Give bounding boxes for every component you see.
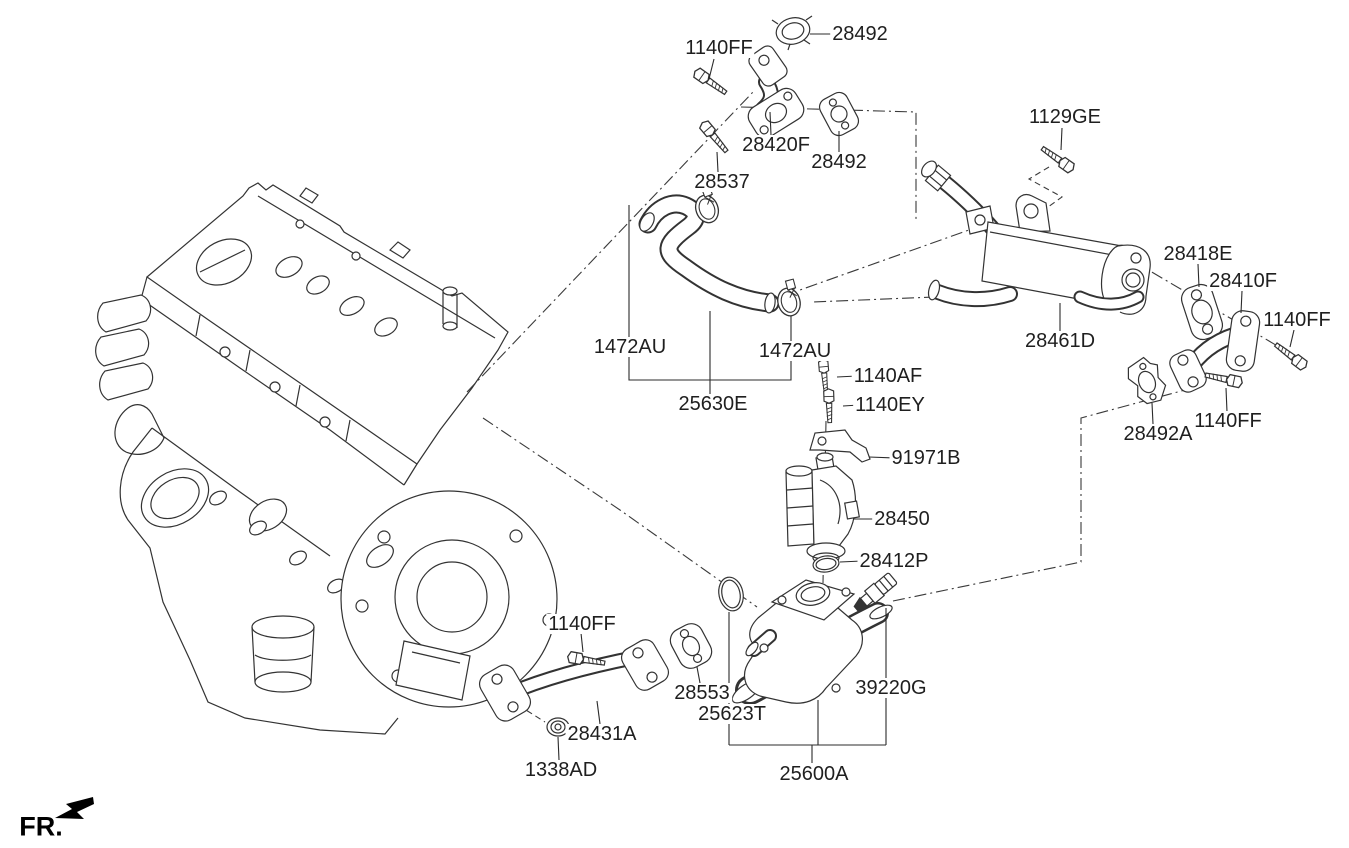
bolt-28537: [697, 118, 732, 156]
part-label-25630E: 25630E: [676, 393, 750, 415]
part-label-28418E: 28418E: [1161, 243, 1235, 265]
part-drawing-25630E: [638, 184, 804, 320]
part-drawing-91971B: [809, 429, 871, 463]
part-label-25623T: 25623T: [696, 703, 768, 725]
part-drawing-28492-top: [771, 15, 813, 51]
part-label-1472AU-left: 1472AU: [591, 336, 669, 358]
part-label-28431A: 28431A: [565, 723, 639, 745]
bolt-1140FF-mid: [1203, 368, 1244, 389]
part-drawing-28412P: [812, 555, 840, 573]
bolt-1140AF: [817, 358, 831, 393]
part-label-28410F: 28410F: [1207, 270, 1279, 292]
part-drawing-28418E: [1180, 283, 1224, 341]
engine-drawing: [95, 182, 558, 735]
part-label-28420F: 28420F: [740, 134, 812, 156]
part-label-1140FF-mid: 1140FF: [1192, 410, 1264, 432]
part-label-39220G: 39220G: [853, 677, 929, 699]
part-drawing-28461D: [921, 160, 1151, 315]
part-drawing-28492A: [1127, 356, 1167, 405]
part-label-28492A: 28492A: [1121, 423, 1195, 445]
part-label-1140AF: 1140AF: [851, 365, 925, 387]
part-drawing-28410F: [1169, 310, 1261, 393]
part-label-28450: 28450: [872, 508, 932, 530]
bolt-1140EY: [823, 388, 836, 424]
part-drawing-25623T: [718, 576, 744, 612]
part-label-28553: 28553: [672, 682, 732, 704]
part-label-28492-mid: 28492: [809, 151, 869, 173]
part-drawing-39220G: [853, 572, 898, 612]
part-label-1140FF-right: 1140FF: [1261, 309, 1333, 331]
part-drawing-1338AD: [546, 717, 570, 737]
part-drawing-28553: [669, 623, 713, 669]
part-label-1129GE: 1129GE: [1027, 106, 1103, 128]
part-label-28537: 28537: [692, 171, 752, 193]
part-drawing-28450: [785, 452, 860, 564]
part-drawing-28492-mid: [818, 91, 860, 137]
part-label-1140EY: 1140EY: [853, 394, 927, 416]
part-label-1140FF-top: 1140FF: [683, 37, 755, 59]
part-drawing-28431A: [478, 639, 670, 722]
part-label-25600A: 25600A: [777, 763, 851, 785]
part-drawing-25600A: [731, 572, 898, 705]
part-label-1338AD: 1338AD: [522, 759, 600, 781]
part-label-28412P: 28412P: [857, 550, 931, 572]
fr-direction-label: FR.: [19, 811, 63, 842]
bolt-1140FF-top: [691, 66, 730, 98]
fr-direction-arrow-icon: [55, 797, 94, 819]
part-label-1140FF-left: 1140FF: [546, 613, 618, 635]
part-drawing-28420F: [747, 45, 805, 139]
part-label-1472AU-right: 1472AU: [756, 340, 834, 362]
part-label-28492-top: 28492: [830, 23, 890, 45]
part-label-91971B: 91971B: [889, 447, 963, 469]
part-label-28461D: 28461D: [1022, 330, 1098, 352]
